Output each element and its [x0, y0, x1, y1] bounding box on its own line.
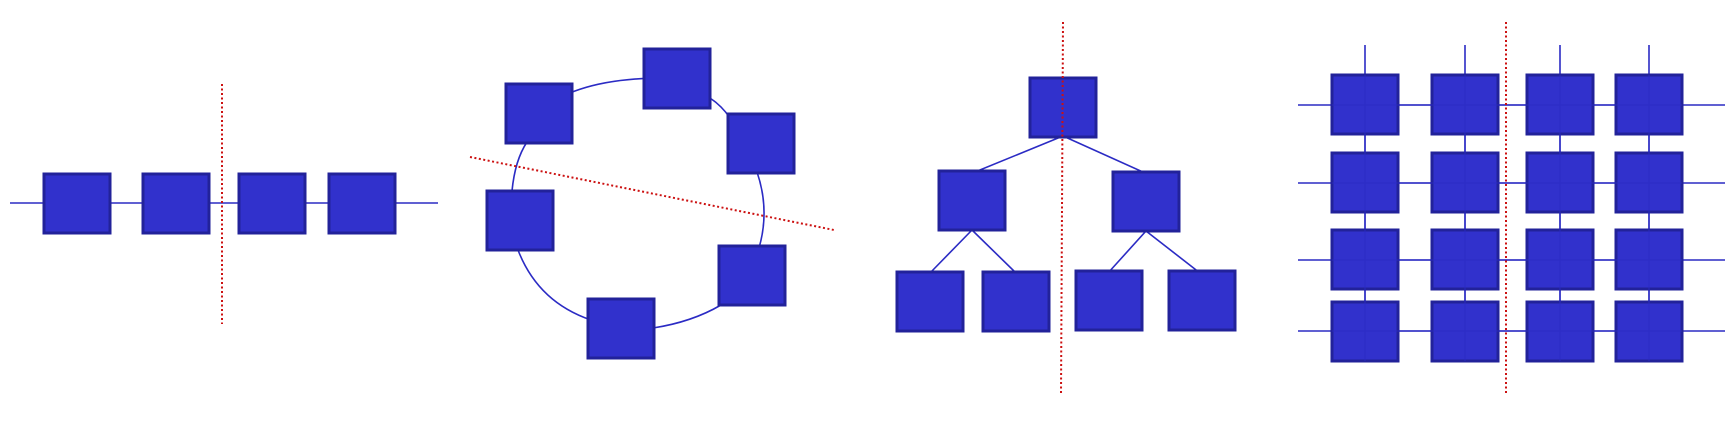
tree-link [929, 229, 973, 274]
ring-node-6 [586, 297, 656, 360]
tree-link [971, 229, 1017, 274]
ring-diagram [469, 47, 835, 360]
tree-node-ll [895, 270, 965, 333]
ring-node-2 [642, 47, 712, 110]
linear-node-2 [141, 172, 211, 235]
tree-node-lr [981, 270, 1051, 333]
ring-link [511, 141, 528, 192]
linear-node-4 [327, 172, 397, 235]
mesh-diagram [1298, 22, 1725, 394]
tree-node-rl [1074, 269, 1144, 332]
tree-node-rr [1167, 269, 1237, 332]
ring-node-5 [717, 244, 787, 307]
linear-array-diagram [10, 84, 438, 324]
ring-node-3 [726, 112, 796, 175]
tree-node-r [1111, 170, 1181, 233]
linear-node-1 [42, 172, 112, 235]
ring-node-1 [504, 82, 574, 145]
ring-link [652, 304, 722, 329]
linear-node-3 [237, 172, 307, 235]
tree-link [1145, 230, 1201, 274]
ring-link [517, 249, 592, 321]
ring-cut-line [469, 156, 835, 231]
tree-link [1062, 135, 1146, 174]
tree-link [1107, 230, 1147, 274]
tree-diagram [895, 21, 1237, 395]
ring-node-4 [485, 189, 555, 252]
tree-link [974, 135, 1064, 173]
tree-cut-line [1060, 21, 1064, 395]
ring-link [756, 171, 765, 249]
tree-node-l [937, 169, 1007, 232]
